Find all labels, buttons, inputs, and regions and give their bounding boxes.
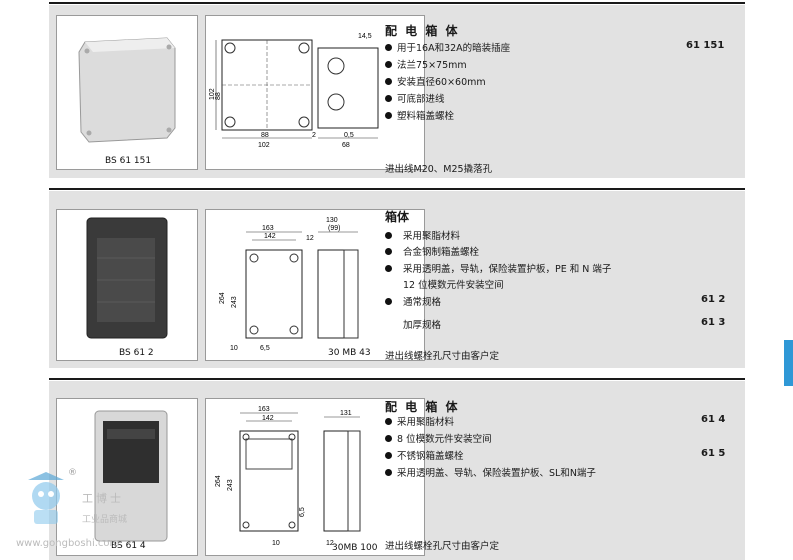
watermark-url: www.gongboshi.com: [16, 538, 120, 549]
section-3-feature: 不锈钢箱盖螺栓: [385, 448, 464, 462]
section-1-feature: 安装直径60×60mm: [385, 74, 486, 88]
dim-label: 6,5: [299, 507, 306, 517]
dim-label: (99): [328, 225, 340, 232]
dim-label: 102: [258, 142, 270, 149]
section-3-product-photo: BS 61 4: [56, 398, 198, 556]
dim-label: 0,5: [344, 132, 354, 139]
section-1-note: 进出线M20、M25撬落孔: [385, 164, 493, 175]
watermark-sub: 工业品商城: [82, 515, 128, 525]
section-2-top-rule: [49, 188, 745, 190]
dimension-drawing: 130 (99) 163 142 12 264 243 10 6,5: [219, 217, 359, 352]
section-2-feature-cont: 12 位模数元件安装空间: [403, 280, 504, 291]
dim-label: 163: [258, 406, 270, 413]
bullet-icon: [385, 95, 392, 102]
dim-label: 264: [215, 475, 222, 487]
bullet-icon: [385, 435, 392, 442]
bullet-icon: [385, 265, 392, 272]
dim-label: 88: [261, 132, 269, 139]
section-1-photo-caption: BS 61 151: [105, 156, 152, 166]
section-2-code-thick: 61 3: [701, 317, 726, 328]
section-2-drawing-caption: 30 MB 43: [328, 348, 371, 358]
section-2-feature: 采用聚脂材料: [385, 228, 460, 242]
mascot-icon: [28, 472, 64, 524]
dim-label: 68: [342, 142, 350, 149]
bullet-icon: [385, 452, 392, 459]
dim-label: 2: [312, 132, 316, 139]
section-2-product-photo: BS 61 2: [56, 209, 198, 361]
dim-label: 130: [326, 217, 338, 224]
watermark-brand: 工博士: [82, 492, 124, 505]
bullet-icon: [385, 298, 392, 305]
dim-label: 264: [219, 292, 226, 304]
section-3-title: 配 电 箱 体: [385, 400, 460, 414]
section-1-feature: 可底部进线: [385, 91, 445, 105]
section-3-drawing-caption: 30MB 100: [332, 543, 378, 553]
bullet-icon: [385, 418, 392, 425]
dim-label: 6,5: [260, 345, 270, 352]
registered-mark: ®: [68, 468, 77, 478]
section-2-feature: 采用透明盖，导轨，保险装置护板，PE 和 N 端子: [385, 261, 611, 275]
section-3-feature: 8 位模数元件安装空间: [385, 431, 492, 445]
section-1-top-rule: [49, 2, 745, 4]
section-2-title: 箱体: [385, 210, 410, 224]
section-2-photo-caption: BS 61 2: [119, 348, 154, 358]
section-1-product-photo: BS 61 151: [56, 15, 198, 170]
section-3-note: 进出线螺栓孔尺寸由客户定: [385, 541, 500, 552]
section-3-panel: BS 61 4 163 142 131 264 243 6,5 10 12 30…: [49, 381, 745, 560]
enclosure-image: [94, 410, 168, 542]
dim-label: 131: [340, 410, 352, 417]
enclosure-image: [86, 217, 168, 339]
section-1-title: 配 电 箱 体: [385, 24, 460, 38]
section-2-variant-standard: 通常规格: [385, 294, 441, 308]
bullet-icon: [385, 44, 392, 51]
dim-label: 12: [306, 235, 314, 242]
dim-label: 14,5: [358, 33, 372, 40]
section-1-feature: 塑料箱盖螺栓: [385, 108, 454, 122]
side-tab-marker: [784, 340, 793, 386]
section-1-panel: BS 61 151 14,5 102 88 88 102 2 0,5 68 配 …: [49, 5, 745, 178]
dimension-drawing: 163 142 131 264 243 6,5 10 12: [215, 406, 361, 547]
dim-label: 10: [272, 540, 280, 547]
dim-label: 243: [231, 296, 238, 308]
section-3-order-code-1: 61 4: [701, 414, 726, 425]
section-3-order-code-2: 61 5: [701, 448, 726, 459]
section-1-technical-drawing: 14,5 102 88 88 102 2 0,5 68: [205, 15, 425, 170]
section-2-feature: 合金钢制箱盖螺栓: [385, 244, 479, 258]
section-2-variant-thick: 加厚规格: [403, 320, 442, 331]
section-1-order-code: 61 151: [686, 40, 725, 51]
bullet-icon: [385, 78, 392, 85]
dim-label: 102: [209, 88, 216, 100]
section-3-photo-caption: BS 61 4: [111, 541, 146, 551]
dim-label: 142: [262, 415, 274, 422]
bullet-icon: [385, 248, 392, 255]
section-3-feature: 采用聚脂材料: [385, 414, 454, 428]
dim-label: 243: [227, 479, 234, 491]
bullet-icon: [385, 61, 392, 68]
dim-label: 12: [326, 540, 334, 547]
bullet-icon: [385, 112, 392, 119]
bullet-icon: [385, 232, 392, 239]
section-1-feature: 用于16A和32A的暗装插座: [385, 40, 510, 54]
dim-label: 88: [215, 92, 222, 100]
dim-label: 163: [262, 225, 274, 232]
dim-label: 10: [230, 345, 238, 352]
section-3-feature: 采用透明盖、导轨、保险装置护板、SL和N端子: [385, 465, 596, 479]
section-2-panel: BS 61 2 130 (99) 163 142 12 264 243 10 6…: [49, 191, 745, 368]
watermark: ® 工博士 工业品商城 www.gongboshi.com: [16, 468, 156, 558]
section-2-note: 进出线螺栓孔尺寸由客户定: [385, 351, 500, 362]
section-1-feature: 法兰75×75mm: [385, 57, 467, 71]
bullet-icon: [385, 469, 392, 476]
section-3-top-rule: [49, 378, 745, 380]
dimension-drawing: 14,5 102 88 88 102 2 0,5 68: [209, 33, 379, 149]
enclosure-image: [78, 37, 176, 143]
dim-label: 142: [264, 233, 276, 240]
section-2-code-standard: 61 2: [701, 294, 726, 305]
